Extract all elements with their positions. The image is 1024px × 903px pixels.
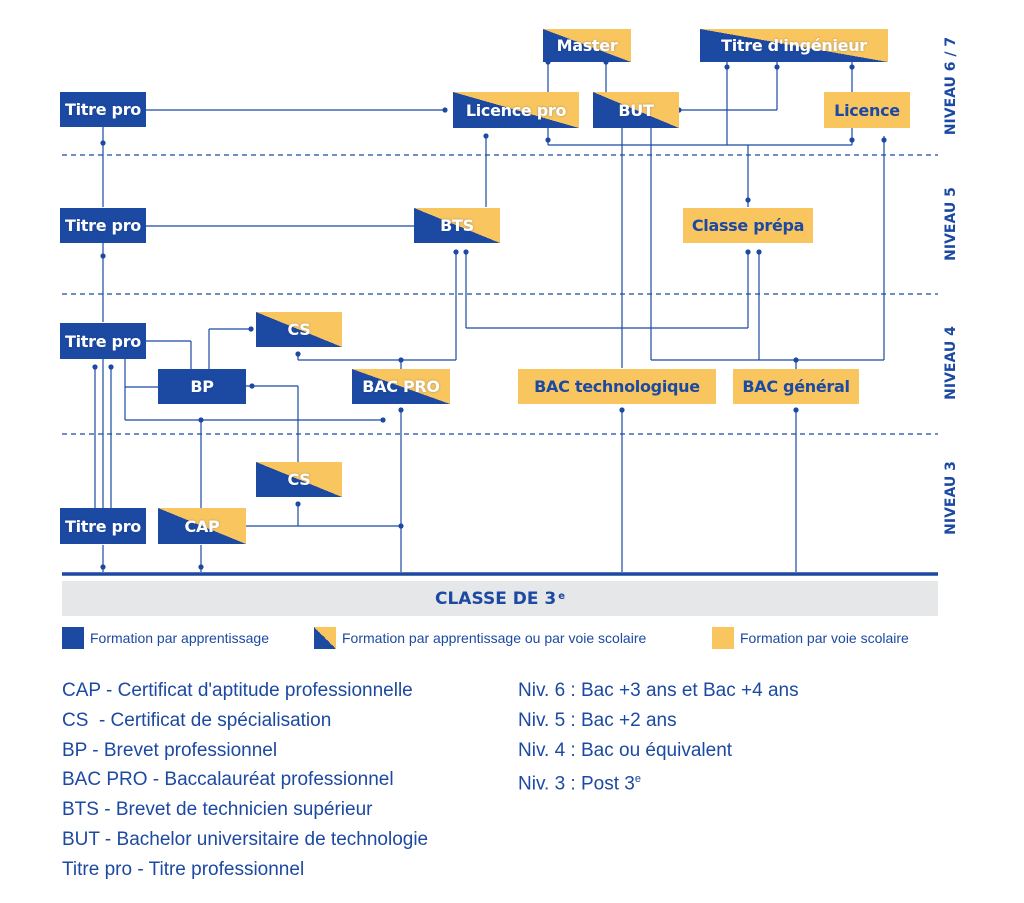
box-titre-pro-niveau-3: Titre pro xyxy=(60,508,146,544)
classe-superscript: e xyxy=(558,591,565,602)
abbreviation-item: BAC PRO - Baccalauréat professionnel xyxy=(62,769,394,791)
box-titre-pro-niveau-6: Titre pro xyxy=(60,92,146,127)
box-bac-general: BAC général xyxy=(733,369,859,404)
niveaux-list: Niv. 6 : Bac +3 ans et Bac +4 ans Niv. 5… xyxy=(518,676,799,800)
abbreviations-list: CAP - Certificat d'aptitude professionne… xyxy=(62,676,428,885)
box-titre-pro-niveau-4: Titre pro xyxy=(60,323,146,359)
niveau-3-text: Niv. 3 : Post 3 xyxy=(518,773,635,795)
legend-swatch-yellow xyxy=(712,627,734,649)
legend-scolaire-label: Formation par voie scolaire xyxy=(740,630,909,646)
box-licence: Licence xyxy=(824,92,910,128)
box-but: BUT xyxy=(593,92,679,128)
legend-swatch-mixed xyxy=(314,627,336,649)
box-bp: BP xyxy=(158,369,246,404)
box-master: Master xyxy=(543,29,631,62)
legend-mixte-label: Formation par apprentissage ou par voie … xyxy=(342,630,647,646)
box-titre-pro-niveau-5: Titre pro xyxy=(60,208,146,243)
legend-swatch-blue xyxy=(62,627,84,649)
abbreviation-item: BTS - Brevet de technicien supérieur xyxy=(62,799,373,821)
niveau-item: Niv. 3 : Post 3e xyxy=(518,765,799,799)
level-label-6-7: NIVEAU 6 / 7 xyxy=(943,36,959,136)
niveau-3-superscript: e xyxy=(634,773,641,786)
box-classe-prepa: Classe prépa xyxy=(683,208,813,243)
classe-label: CLASSE DE 3 xyxy=(435,588,557,609)
abbreviation-item: BP - Brevet professionnel xyxy=(62,739,278,761)
legend-apprentissage-label: Formation par apprentissage xyxy=(90,630,269,646)
level-label-3: NIVEAU 3 xyxy=(943,461,959,535)
niveau-item: Niv. 6 : Bac +3 ans et Bac +4 ans xyxy=(518,680,799,701)
box-cs-niveau-3: CS xyxy=(256,462,342,497)
box-bts: BTS xyxy=(414,208,500,243)
box-licence-pro: Licence pro xyxy=(453,92,579,128)
legend-mixte: Formation par apprentissage ou par voie … xyxy=(314,627,646,649)
box-bac-pro: BAC PRO xyxy=(352,369,450,404)
niveau-item: Niv. 4 : Bac ou équivalent xyxy=(518,739,733,761)
box-titre-ingenieur: Titre d'ingénieur xyxy=(700,29,888,62)
abbreviation-item: Titre pro - Titre professionnel xyxy=(62,858,305,880)
box-cap: CAP xyxy=(158,508,246,544)
level-label-4: NIVEAU 4 xyxy=(943,326,959,400)
niveau-item: Niv. 5 : Bac +2 ans xyxy=(518,709,677,731)
legend-apprentissage: Formation par apprentissage xyxy=(62,627,269,649)
level-label-5: NIVEAU 5 xyxy=(943,187,959,261)
legend-scolaire: Formation par voie scolaire xyxy=(712,627,909,649)
box-bac-technologique: BAC technologique xyxy=(518,369,716,404)
box-cs-niveau-4: CS xyxy=(256,312,342,347)
abbreviation-item: CS - Certificat de spécialisation xyxy=(62,709,332,731)
abbreviation-item: CAP - Certificat d'aptitude professionne… xyxy=(62,680,413,701)
abbreviation-item: BUT - Bachelor universitaire de technolo… xyxy=(62,828,429,850)
